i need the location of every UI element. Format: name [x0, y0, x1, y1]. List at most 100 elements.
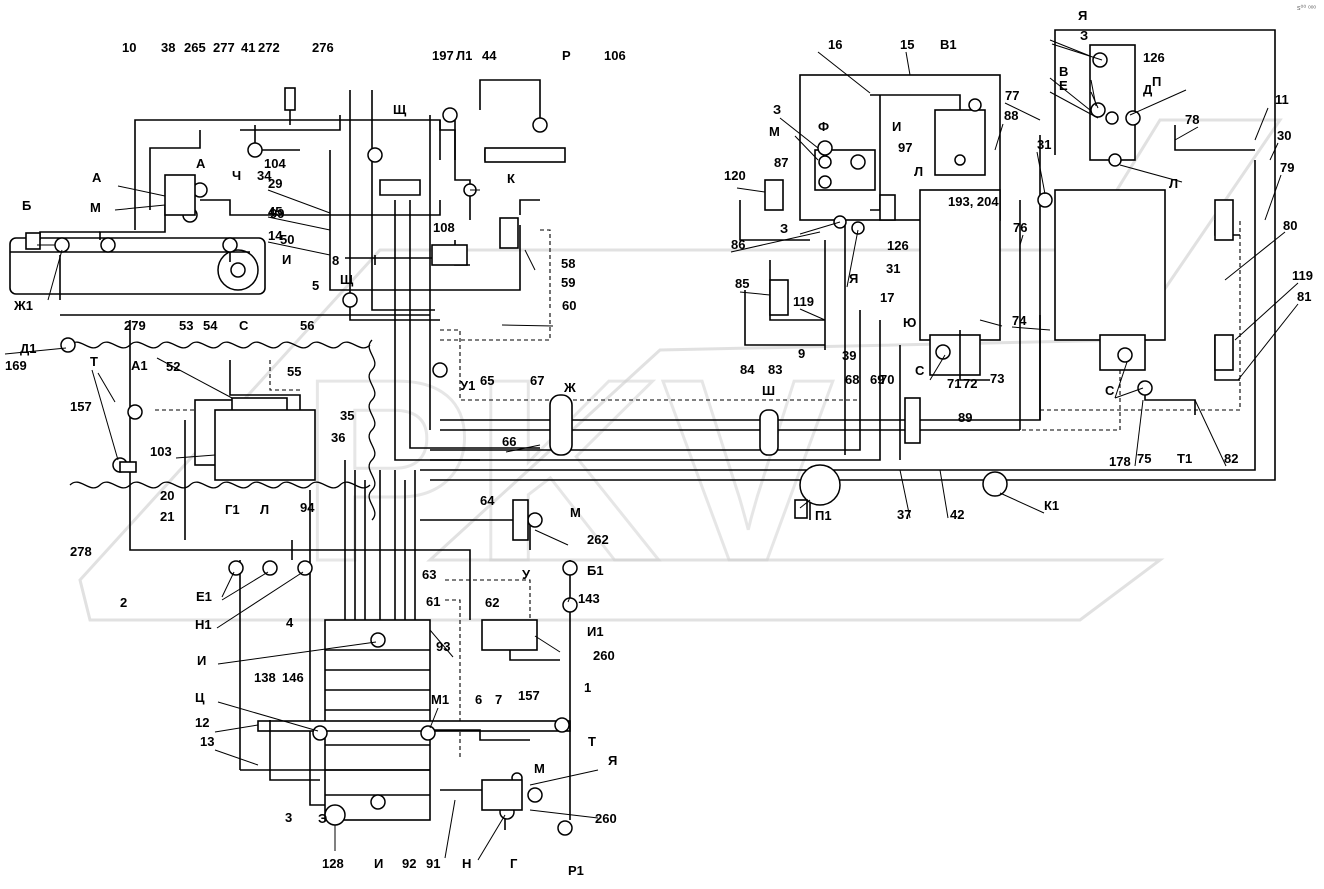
- callout-label: 29: [268, 176, 282, 191]
- callout-label: Ж: [563, 380, 576, 395]
- callout-label: Ж1: [13, 298, 33, 313]
- callout-label: М: [570, 505, 581, 520]
- callout-label: 67: [530, 373, 544, 388]
- leader-line: [221, 571, 235, 598]
- callout-label: И: [374, 856, 383, 871]
- callout-label: С: [915, 363, 925, 378]
- callout-label: 265: [184, 40, 206, 55]
- callout-label: Г1: [225, 502, 240, 517]
- callout-label: 54: [203, 318, 218, 333]
- callout-label: 68: [845, 372, 859, 387]
- callout-label: М: [90, 200, 101, 215]
- leader-line: [905, 51, 911, 76]
- leader-line: [1051, 43, 1103, 61]
- callout-label: 1: [584, 680, 591, 695]
- callout-label: 276: [312, 40, 334, 55]
- callout-label: К1: [1044, 498, 1059, 513]
- callout-label: 15: [900, 37, 914, 52]
- leader-line: [799, 499, 811, 509]
- callout-label: 64: [480, 493, 495, 508]
- leader-line: [1049, 77, 1091, 111]
- callout-label: 106: [604, 48, 626, 63]
- callout-label: Я: [608, 753, 617, 768]
- leader-line: [1174, 126, 1199, 141]
- callout-label: У1: [460, 378, 475, 393]
- leader-line: [794, 135, 819, 161]
- callout-label: 193, 204: [948, 194, 999, 209]
- callout-label: 31: [1037, 137, 1051, 152]
- callout-label: 42: [950, 507, 964, 522]
- callout-label: А: [92, 170, 102, 185]
- callout-label: 71: [947, 376, 961, 391]
- leader-line: [4, 347, 67, 355]
- callout-label: 143: [578, 591, 600, 606]
- callout-label: 14: [268, 228, 283, 243]
- leader-line: [47, 249, 63, 301]
- callout-label: 197: [432, 48, 454, 63]
- leader-line: [1134, 399, 1144, 467]
- leader-line: [221, 571, 269, 601]
- callout-label: А1: [131, 358, 148, 373]
- leader-line: [1234, 282, 1299, 341]
- leader-line: [156, 357, 233, 399]
- callout-label: 272: [258, 40, 280, 55]
- callout-label: Т: [588, 734, 596, 749]
- callout-label: Б: [22, 198, 31, 213]
- callout-label: И: [892, 119, 901, 134]
- leader-line: [501, 324, 554, 327]
- leader-line: [529, 809, 599, 819]
- leader-line: [505, 444, 541, 453]
- callout-label: 74: [1012, 313, 1027, 328]
- callout-label: 39: [842, 348, 856, 363]
- callout-label: Е: [1059, 78, 1068, 93]
- callout-label: Ч: [232, 168, 241, 183]
- leader-line: [429, 629, 454, 658]
- leader-line: [216, 571, 304, 629]
- leader-line: [1269, 142, 1279, 161]
- callout-label: 60: [562, 298, 576, 313]
- callout-label: 17: [880, 290, 894, 305]
- leader-line: [1011, 326, 1051, 331]
- callout-label: Щ: [340, 272, 354, 287]
- callout-label: Р: [562, 48, 571, 63]
- callout-label: Ф: [818, 119, 829, 134]
- callout-label: Ю: [903, 315, 916, 330]
- callout-label: 93: [436, 639, 450, 654]
- callout-label: 52: [166, 359, 180, 374]
- callout-label: М1: [431, 692, 449, 707]
- callout-label: Т1: [1177, 451, 1192, 466]
- callout-label: 53: [179, 318, 193, 333]
- callout-label: Т: [90, 354, 98, 369]
- callout-label: 66: [502, 434, 516, 449]
- leader-line: [730, 231, 821, 253]
- leader-line: [97, 372, 116, 403]
- leader-line: [1090, 79, 1097, 107]
- callout-label: П1: [815, 508, 832, 523]
- leader-line: [899, 469, 911, 519]
- callout-label: 73: [990, 371, 1004, 386]
- leader-line: [534, 635, 561, 653]
- leader-line: [477, 814, 506, 861]
- callout-label: Л: [260, 502, 269, 517]
- callout-label: 277: [213, 40, 235, 55]
- callout-label: 76: [1013, 220, 1027, 235]
- callout-label: 119: [793, 294, 814, 309]
- leader-line: [994, 123, 1004, 151]
- leader-line: [267, 241, 331, 256]
- leader-line: [429, 707, 439, 729]
- callout-label: 2: [120, 595, 127, 610]
- callout-label: Г: [510, 856, 518, 871]
- callout-label: 79: [1280, 160, 1294, 175]
- callout-label: 81: [1297, 289, 1311, 304]
- callout-label: 4: [286, 615, 294, 630]
- leader-line: [979, 319, 1003, 327]
- callout-label: М: [769, 124, 780, 139]
- callout-label: 7: [495, 692, 502, 707]
- callout-label: Я: [1078, 8, 1087, 23]
- leader-line: [1264, 174, 1282, 221]
- callout-label: 35: [340, 408, 354, 423]
- callout-label: У: [522, 567, 531, 582]
- callout-label: 6: [475, 692, 482, 707]
- leader-line: [567, 596, 571, 603]
